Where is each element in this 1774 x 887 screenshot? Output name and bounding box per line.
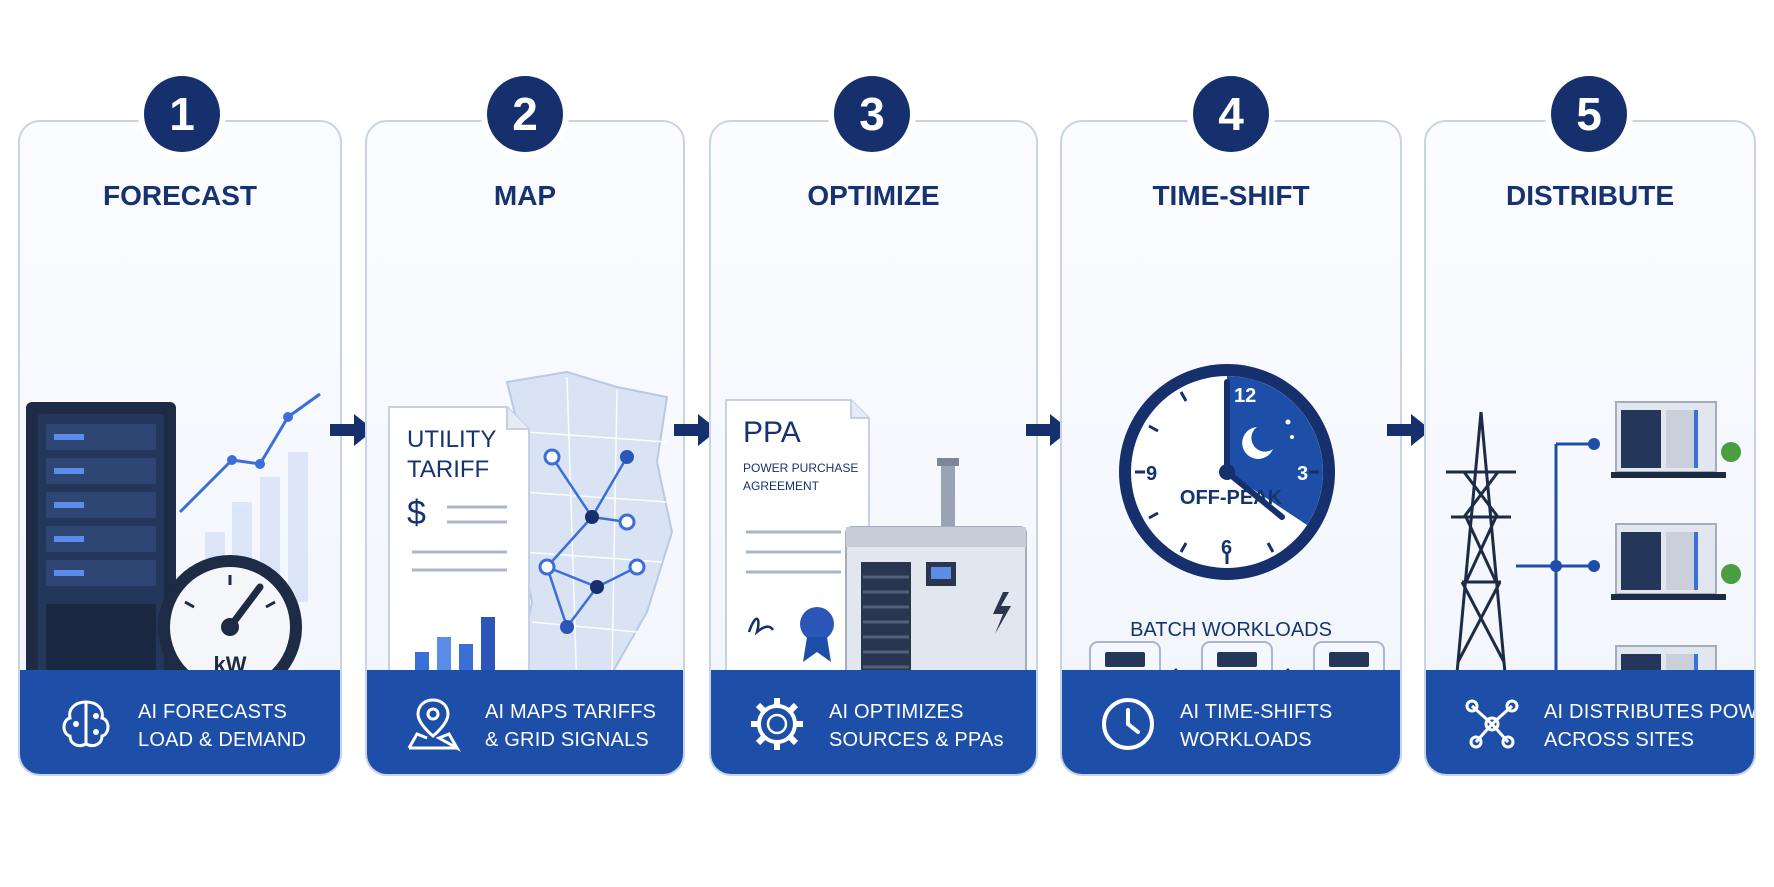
distribution-lines xyxy=(1516,444,1594,672)
gear-brain-icon xyxy=(747,694,807,754)
footer-line-2: LOAD & DEMAND xyxy=(138,726,306,754)
footer-line-2: WORKLOADS xyxy=(1180,726,1332,754)
map-illustration: UTILITY TARIFF $ xyxy=(367,232,685,672)
doc-title-line-1: UTILITY xyxy=(407,426,496,453)
currency-symbol: $ xyxy=(407,494,426,532)
batch-workloads-label: BATCH WORKLOADS xyxy=(1062,619,1400,642)
footer-line-1: AI DISTRIBUTES POWER xyxy=(1544,698,1756,726)
step-footer: AI MAPS TARIFFS & GRID SIGNALS xyxy=(367,670,683,774)
distribute-illustration xyxy=(1426,232,1756,672)
footer-line-2: & GRID SIGNALS xyxy=(485,726,656,754)
step-title: DISTRIBUTE xyxy=(1426,180,1754,212)
footer-line-2: SOURCES & PPAs xyxy=(829,726,1004,754)
step-card-time-shift: TIME-SHIFT 12 3 6 9 xyxy=(1060,120,1402,776)
clock-icon xyxy=(1098,694,1158,754)
batch-server-icons xyxy=(1090,642,1384,672)
generator-icon xyxy=(846,458,1026,672)
doc-title-line-2: TARIFF xyxy=(407,456,489,483)
ppa-doc-subtitle-2: AGREEMENT xyxy=(743,479,820,493)
step-card-forecast: FORECAST xyxy=(18,120,342,776)
time-shift-illustration: 12 3 6 9 xyxy=(1062,232,1402,672)
forecast-illustration: kW xyxy=(20,232,342,672)
step-card-optimize: OPTIMIZE PPA POWER PURCHASE AGREEMENT xyxy=(709,120,1038,776)
offpeak-label: OFF-PEAK xyxy=(1062,487,1400,510)
footer-line-1: AI TIME-SHIFTS xyxy=(1180,698,1332,726)
step-number-badge: 2 xyxy=(487,76,563,152)
step-title: OPTIMIZE xyxy=(711,180,1036,212)
optimize-illustration: PPA POWER PURCHASE AGREEMENT xyxy=(711,232,1038,672)
step-footer: AI FORECASTS LOAD & DEMAND xyxy=(20,670,340,774)
step-card-map: MAP xyxy=(365,120,685,776)
map-pin-icon xyxy=(403,694,463,754)
step-footer: AI DISTRIBUTES POWER ACROSS SITES xyxy=(1426,670,1754,774)
brain-circuit-icon xyxy=(56,694,116,754)
step-footer: AI OPTIMIZES SOURCES & PPAs xyxy=(711,670,1036,774)
step-number-badge: 5 xyxy=(1551,76,1627,152)
step-title: TIME-SHIFT xyxy=(1062,180,1400,212)
footer-line-1: AI MAPS TARIFFS xyxy=(485,698,656,726)
footer-line-1: AI FORECASTS xyxy=(138,698,306,726)
step-footer: AI TIME-SHIFTS WORKLOADS xyxy=(1062,670,1400,774)
clock-3-label: 3 xyxy=(1297,463,1308,485)
footer-line-2: ACROSS SITES xyxy=(1544,726,1756,754)
ppa-doc-subtitle-1: POWER PURCHASE xyxy=(743,461,858,475)
ppa-doc-title: PPA xyxy=(743,416,801,449)
footer-line-1: AI OPTIMIZES xyxy=(829,698,1004,726)
step-number-badge: 3 xyxy=(834,76,910,152)
step-title: FORECAST xyxy=(20,180,340,212)
data-center-building-icons xyxy=(1611,402,1741,672)
clock-12-label: 12 xyxy=(1234,385,1256,407)
server-rack-icon xyxy=(26,402,176,672)
network-icon xyxy=(1462,694,1522,754)
gauge-unit-label: kW xyxy=(214,652,247,672)
transmission-tower-icon xyxy=(1446,412,1516,672)
step-card-distribute: DISTRIBUTE xyxy=(1424,120,1756,776)
step-number-badge: 4 xyxy=(1193,76,1269,152)
clock-9-label: 9 xyxy=(1146,463,1157,485)
step-title: MAP xyxy=(367,180,683,212)
step-number-badge: 1 xyxy=(144,76,220,152)
clock-6-label: 6 xyxy=(1221,537,1232,559)
